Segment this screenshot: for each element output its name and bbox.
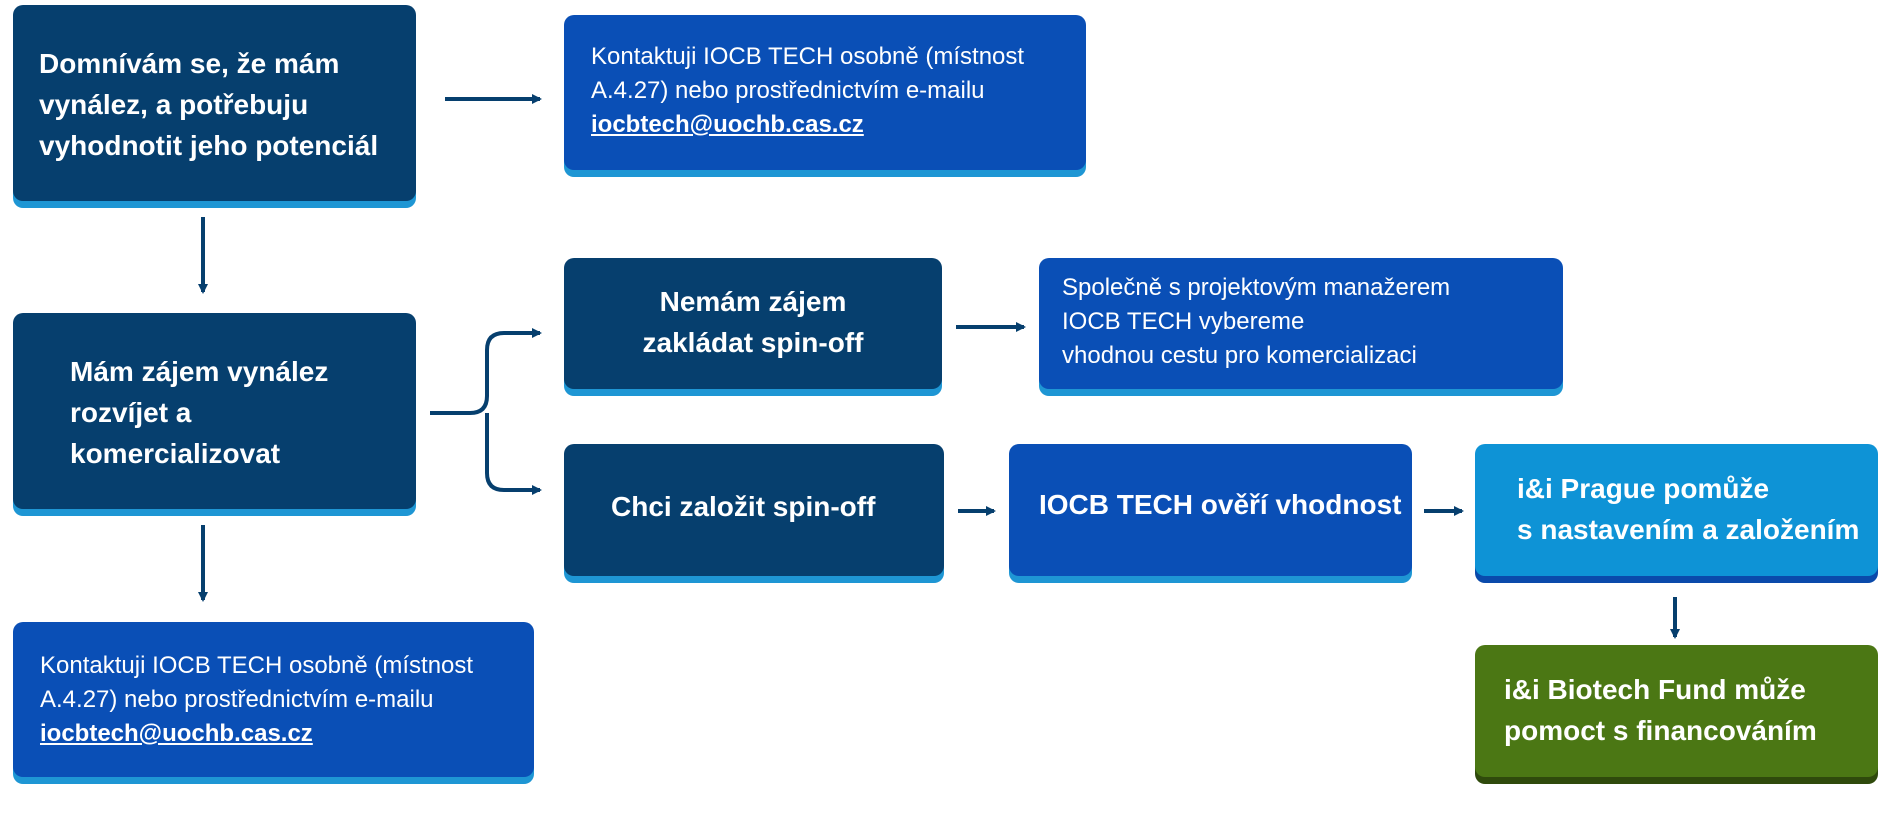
no-spinoff-line-1: Nemám zájem	[659, 286, 847, 317]
prague-line-1: i&i Prague pomůže	[1517, 473, 1770, 504]
manager-line-3: vhodnou cestu pro komercializaci	[1062, 342, 1417, 369]
box-ii-prague: i&i Prague pomůže s nastavením a založen…	[1475, 444, 1878, 576]
manager-line-1: Společně s projektovým manažerem	[1062, 274, 1451, 301]
manager-line-2: IOCB TECH vybereme	[1062, 308, 1305, 335]
contact-bottom-line-2: A.4.27) nebo prostřednictvím e-mailu	[40, 686, 434, 713]
verify-line-1: IOCB TECH ověří vhodnost	[1039, 489, 1402, 520]
box-contact-bottom: Kontaktuji IOCB TECH osobně (místnost A.…	[13, 622, 534, 777]
box-no-spinoff: Nemám zájem zakládat spin-off	[564, 258, 942, 389]
develop-line-1: Mám zájem vynález	[70, 356, 329, 387]
box-verify-suitability: IOCB TECH ověří vhodnost	[1009, 444, 1412, 576]
prague-line-2: s nastavením a založením	[1517, 514, 1860, 545]
box-develop-commercialize: Mám zájem vynález rozvíjet a komercializ…	[13, 313, 416, 509]
fund-line-1: i&i Biotech Fund může	[1504, 674, 1806, 705]
box-contact-top: Kontaktuji IOCB TECH osobně (místnost A.…	[564, 15, 1086, 170]
contact-top-email-link[interactable]: iocbtech@uochb.cas.cz	[591, 111, 864, 138]
develop-line-3: komercializovat	[70, 438, 281, 469]
start-line-2: vynález, a potřebuju	[39, 89, 309, 120]
contact-top-line-1: Kontaktuji IOCB TECH osobně (místnost	[591, 43, 1025, 70]
contact-bottom-line-1: Kontaktuji IOCB TECH osobně (místnost	[40, 652, 474, 679]
brace-branch	[430, 331, 540, 492]
box-ii-biotech-fund: i&i Biotech Fund může pomoct s financová…	[1475, 645, 1878, 777]
start-line-3: vyhodnotit jeho potenciál	[39, 130, 379, 161]
fund-line-2: pomoct s financováním	[1504, 715, 1817, 746]
box-project-manager: Společně s projektovým manažerem IOCB TE…	[1039, 258, 1563, 389]
no-spinoff-line-2: zakládat spin-off	[642, 327, 864, 358]
contact-top-line-2: A.4.27) nebo prostřednictvím e-mailu	[591, 77, 985, 104]
develop-line-2: rozvíjet a	[70, 397, 192, 428]
box-start-invention: Domnívám se, že mám vynález, a potřebuju…	[13, 5, 416, 201]
start-line-1: Domnívám se, že mám	[39, 48, 340, 79]
spinoff-line-1: Chci založit spin-off	[611, 491, 876, 522]
box-spinoff: Chci založit spin-off	[564, 444, 944, 576]
contact-bottom-email-link[interactable]: iocbtech@uochb.cas.cz	[40, 720, 313, 747]
